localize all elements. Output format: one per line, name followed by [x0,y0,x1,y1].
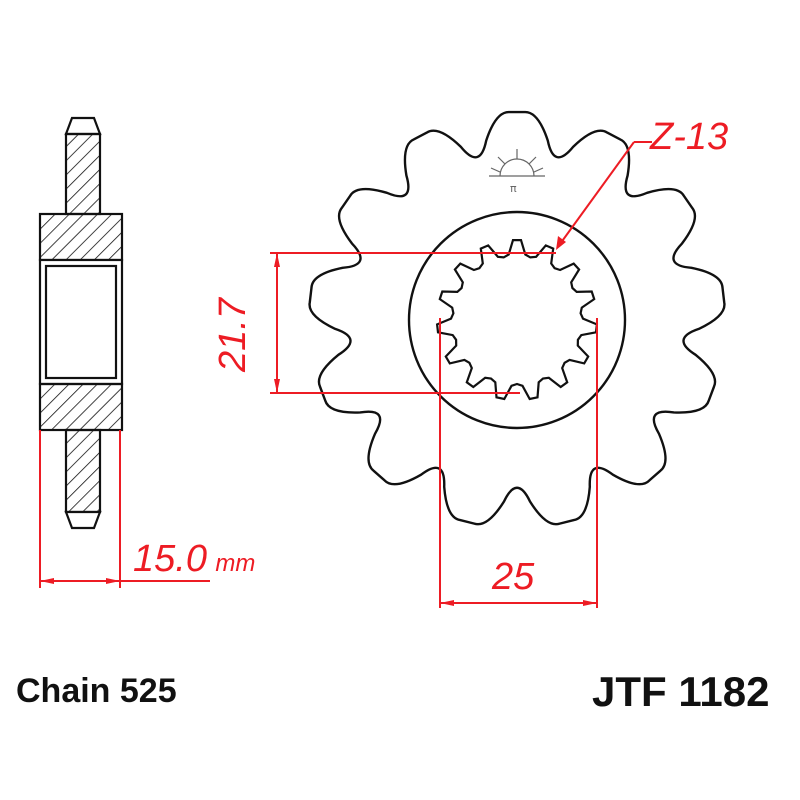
teeth-count-leader [556,141,652,250]
sprocket-teeth-outline [308,110,726,526]
sun-rays-logo-icon: π [489,149,545,195]
hub-circle [407,210,627,430]
thickness-dimension [39,430,210,588]
side-profile [38,116,124,530]
part-number: JTF 1182 [592,668,770,715]
spline-height-dimension [270,252,556,394]
thickness-value: 15.0 [133,538,207,580]
thickness-label: 15.0 mm [133,538,255,581]
svg-text:π: π [510,182,517,195]
spline-bore-outline [435,239,599,401]
spline-width-dimension [439,318,598,608]
sprocket-front: π [308,110,726,526]
thickness-unit: mm [215,550,256,577]
tooth-tip-top [64,116,102,136]
chain-label: Chain 525 [16,672,177,710]
spline-height-label: 21.7 [212,298,254,372]
teeth-count-label: Z-13 [650,116,729,158]
tooth-tip-bottom [64,510,102,530]
spline-width-label: 25 [492,556,535,598]
